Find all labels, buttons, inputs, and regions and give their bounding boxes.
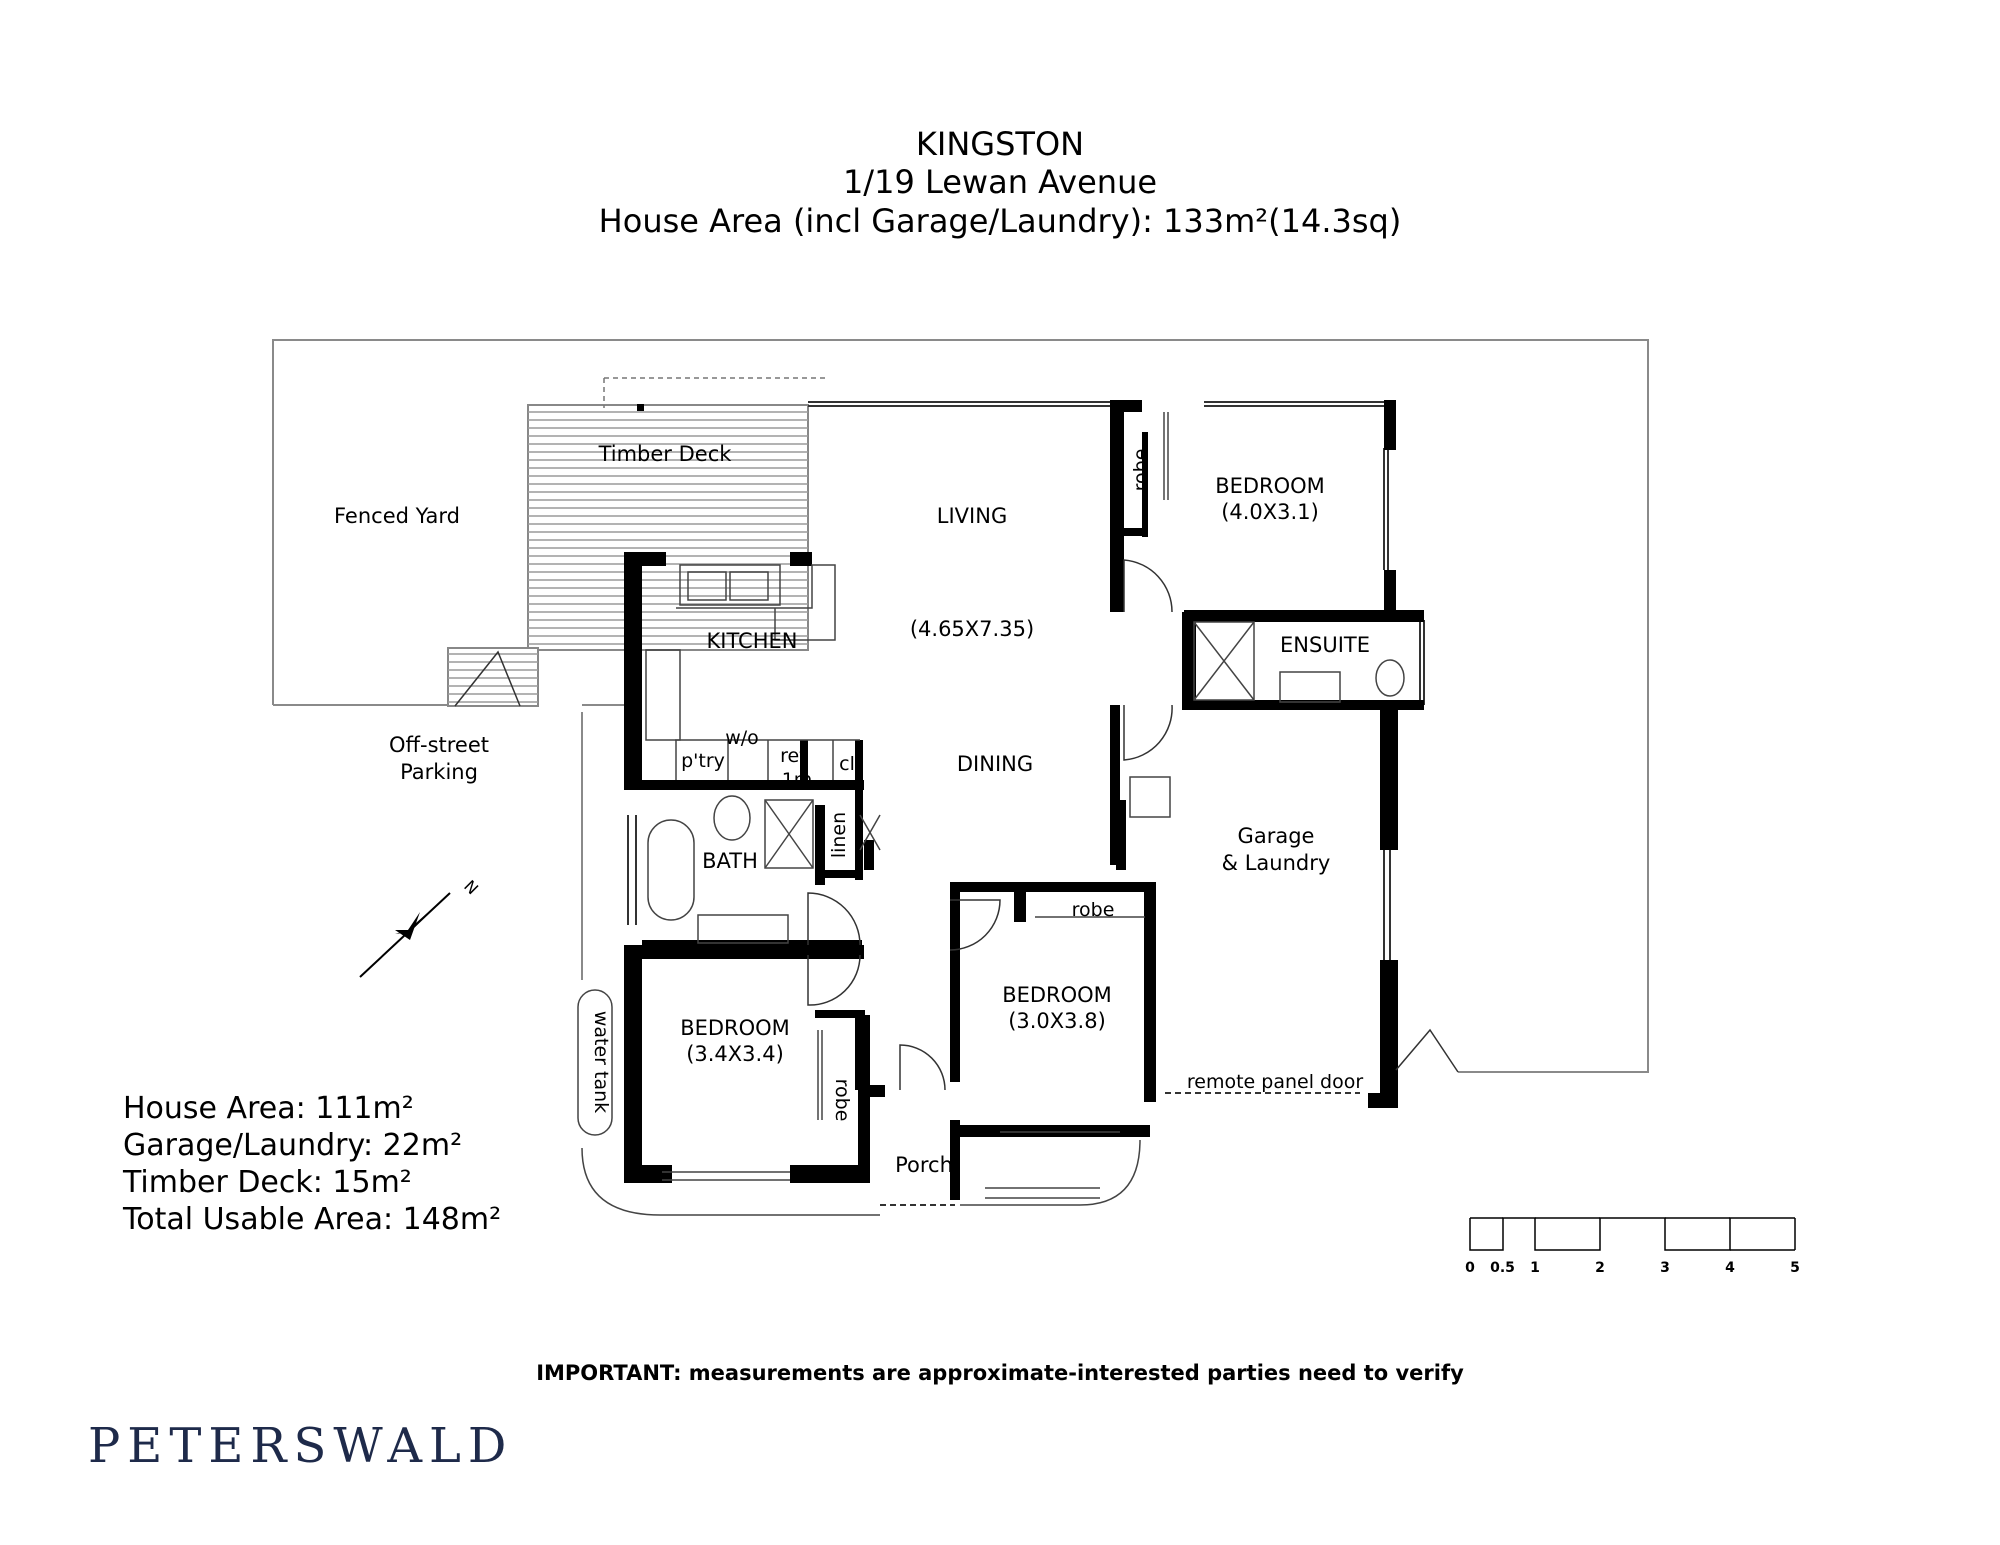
wo-label: w/o <box>725 727 759 749</box>
parking-label-line2: Parking <box>400 760 478 784</box>
scale-tick-2: 1 <box>1530 1260 1540 1276</box>
garage-area: Garage/Laundry: 22m² <box>123 1128 463 1163</box>
ref-size-label: 1m <box>782 769 813 791</box>
timber-deck <box>447 404 809 707</box>
robe1-label: robe <box>1130 449 1152 492</box>
total-area: Total Usable Area: 148m² <box>123 1202 502 1237</box>
bedroom1-label: BEDROOM <box>1215 474 1325 498</box>
bedroom1-dim-label: (4.0X3.1) <box>1221 500 1319 524</box>
room-labels: Timber Deck Fenced Yard LIVING (4.65X7.3… <box>334 442 1370 1177</box>
area-summary: House Area: 111m² Garage/Laundry: 22m² T… <box>123 1090 501 1238</box>
area-title: House Area (incl Garage/Laundry): 133m²(… <box>598 202 1402 240</box>
bedroom3-label: BEDROOM <box>680 1016 790 1040</box>
brand-logo: PETERSWALD <box>88 1418 514 1474</box>
linen-label: linen <box>828 812 850 858</box>
bedroom2-label: BEDROOM <box>1002 983 1112 1007</box>
bedroom3-dim-label: (3.4X3.4) <box>686 1042 784 1066</box>
garage-label-line1: Garage <box>1238 824 1315 848</box>
scale-tick-labels: 0 0.5 1 2 3 4 5 <box>1465 1260 1800 1276</box>
boundary-lines <box>272 339 1649 1073</box>
porch-label: Porch <box>895 1153 953 1177</box>
deck-post <box>637 404 644 411</box>
fixtures <box>577 412 1405 1216</box>
door-swings <box>454 559 1459 1091</box>
scale-tick-0: 0 <box>1465 1260 1475 1276</box>
bath-label: BATH <box>702 849 758 873</box>
ensuite-label: ENSUITE <box>1280 633 1370 657</box>
water-tank-label: water tank <box>590 1011 612 1113</box>
scale-tick-5: 4 <box>1725 1260 1735 1276</box>
robe3-label: robe <box>831 1079 853 1122</box>
remote-door-label: remote panel door <box>1187 1071 1363 1093</box>
cl-label: cl <box>839 753 855 775</box>
address-title: 1/19 Lewan Avenue <box>842 163 1158 201</box>
ref-label: ref <box>780 745 807 767</box>
interior-walls <box>642 432 1194 1097</box>
garage-label-line2: & Laundry <box>1222 851 1331 875</box>
scale-tick-1: 0.5 <box>1490 1260 1515 1276</box>
north-icon: N <box>460 876 482 898</box>
fenced-yard-label: Fenced Yard <box>334 504 460 528</box>
parking-label-line1: Off-street <box>389 733 489 757</box>
scale-bar <box>1469 1217 1796 1251</box>
thin-walls <box>627 401 1425 1206</box>
robe2-label: robe <box>1072 899 1115 921</box>
bedroom2-dim-label: (3.0X3.8) <box>1008 1009 1106 1033</box>
house-area: House Area: 111m² <box>123 1091 414 1126</box>
kitchen-label: KITCHEN <box>707 629 798 653</box>
scale-tick-4: 3 <box>1660 1260 1670 1276</box>
dining-label: DINING <box>957 752 1033 776</box>
measurement-notice: IMPORTANT: measurements are approximate-… <box>536 1361 1464 1385</box>
scale-tick-3: 2 <box>1595 1260 1605 1276</box>
deck-area: Timber Deck: 15m² <box>123 1165 412 1200</box>
timber-deck-label: Timber Deck <box>598 442 733 466</box>
living-label: LIVING <box>937 504 1007 528</box>
north-arrow: N <box>359 876 482 978</box>
suburb-title: KINGSTON <box>915 125 1085 163</box>
living-dim-label: (4.65X7.35) <box>910 617 1034 641</box>
scale-tick-6: 5 <box>1790 1260 1800 1276</box>
pantry-label: p'try <box>681 750 725 772</box>
